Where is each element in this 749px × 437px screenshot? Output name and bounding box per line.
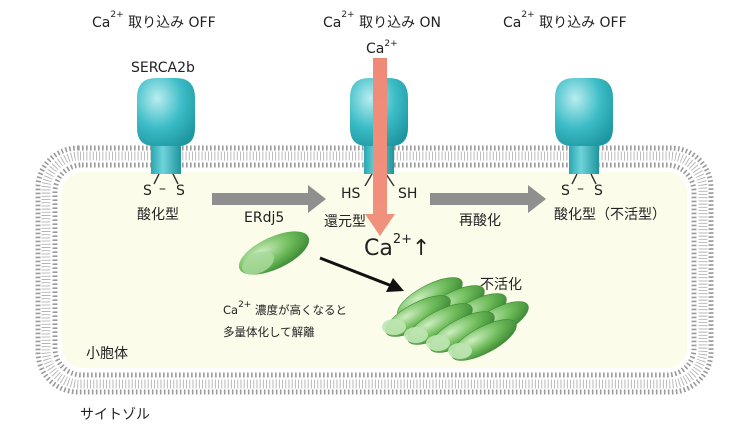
er-lumen bbox=[62, 172, 687, 368]
inactivation-label: 不活化 bbox=[480, 277, 522, 293]
oligomer-unit-cap bbox=[426, 335, 450, 351]
calcium-increase-label: Ca2+↑ bbox=[364, 232, 431, 261]
note-line-1: Ca2+ 濃度が高くなると bbox=[223, 300, 348, 317]
center-thiol-sh: SH bbox=[398, 186, 418, 202]
center-reduced-label: 還元型 bbox=[324, 214, 366, 230]
oligomer-unit-cap bbox=[448, 343, 472, 359]
reoxidation-label: 再酸化 bbox=[459, 213, 501, 229]
right-sulfur-1: S bbox=[561, 183, 570, 199]
state-label-center: Ca2+ 取り込み ON bbox=[323, 10, 442, 31]
left-disulfide-bond: – bbox=[159, 181, 166, 197]
state-label-right: Ca2+ 取り込み OFF bbox=[503, 10, 627, 31]
oligomerization-arrow bbox=[319, 256, 404, 292]
serca2b-pump-right bbox=[555, 78, 613, 174]
state-label-left: Ca2+ 取り込み OFF bbox=[92, 10, 216, 31]
calcium-ion-label: Ca2+ bbox=[366, 39, 398, 57]
calcium-influx-arrow bbox=[365, 58, 395, 236]
erdj5-label: ERdj5 bbox=[244, 210, 285, 226]
erdj5-oligomer bbox=[382, 277, 529, 361]
serca2b-pump-left bbox=[137, 78, 195, 174]
oligomer-unit-cap bbox=[404, 327, 428, 343]
right-oxidized-label: 酸化型（不活型） bbox=[554, 207, 666, 223]
cytosol-label: サイトゾル bbox=[80, 407, 150, 423]
erdj5-monomer bbox=[238, 231, 310, 275]
oligomer-unit-cap bbox=[382, 319, 406, 335]
erdj5-reduction-arrow bbox=[212, 185, 326, 213]
right-disulfide-bond: – bbox=[577, 181, 584, 197]
left-sulfur-2: S bbox=[176, 183, 185, 199]
reoxidation-arrow bbox=[430, 185, 546, 213]
lumen-label: 小胞体 bbox=[86, 346, 128, 362]
pump-label: SERCA2b bbox=[131, 60, 195, 76]
note-line-2: 多量体化して解離 bbox=[223, 325, 315, 339]
right-sulfur-2: S bbox=[594, 183, 603, 199]
left-disulfide-stems bbox=[153, 173, 179, 185]
center-thiol-hs: HS bbox=[341, 186, 361, 202]
right-disulfide-stems bbox=[571, 173, 597, 185]
center-thiol-stems bbox=[364, 173, 395, 187]
left-sulfur-1: S bbox=[143, 183, 152, 199]
left-oxidized-label: 酸化型 bbox=[137, 207, 179, 223]
